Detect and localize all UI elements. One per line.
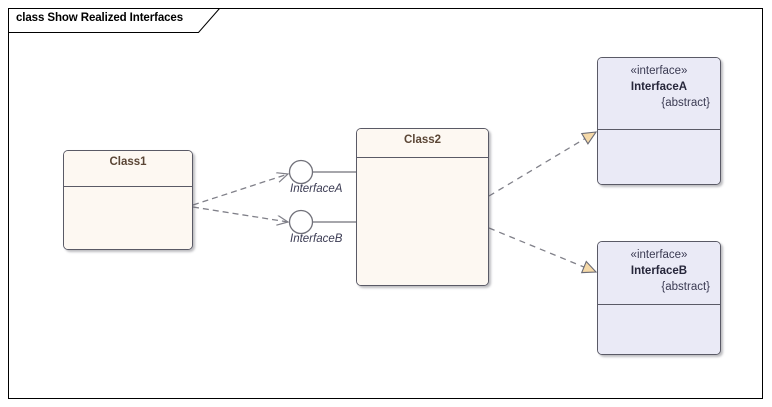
interfacea-name-compartment: «interface» InterfaceA {abstract}	[598, 58, 720, 130]
interfaceb-operations-compartment	[598, 305, 720, 354]
class1-attributes-compartment	[64, 187, 192, 249]
class-node-class1[interactable]: Class1	[63, 150, 193, 250]
interfacea-abstract-property: {abstract}	[661, 97, 710, 109]
interfaceb-abstract-property: {abstract}	[661, 281, 710, 293]
interfacea-stereotype: «interface»	[630, 65, 688, 77]
interfacea-operations-compartment	[598, 130, 720, 184]
interface-node-interfaceb[interactable]: «interface» InterfaceB {abstract}	[597, 241, 721, 355]
interfaceb-name-compartment: «interface» InterfaceB {abstract}	[598, 242, 720, 305]
interfacea-name: InterfaceA	[630, 81, 688, 93]
diagram-title-tab: class Show Realized Interfaces	[8, 8, 220, 33]
class1-name-compartment: Class1	[64, 151, 192, 187]
class2-name-compartment: Class2	[357, 129, 488, 158]
lollipop-label-interfaceb: InterfaceB	[290, 233, 343, 245]
class2-attributes-compartment	[357, 158, 488, 285]
lollipop-label-interfacea: InterfaceA	[290, 183, 343, 195]
interfaceb-name: InterfaceB	[630, 265, 688, 277]
class-node-class2[interactable]: Class2	[356, 128, 489, 286]
interface-node-interfacea[interactable]: «interface» InterfaceA {abstract}	[597, 57, 721, 185]
class1-name: Class1	[109, 156, 147, 168]
diagram-title: class Show Realized Interfaces	[16, 12, 184, 24]
class2-name: Class2	[403, 134, 442, 146]
interfaceb-stereotype: «interface»	[630, 249, 688, 261]
